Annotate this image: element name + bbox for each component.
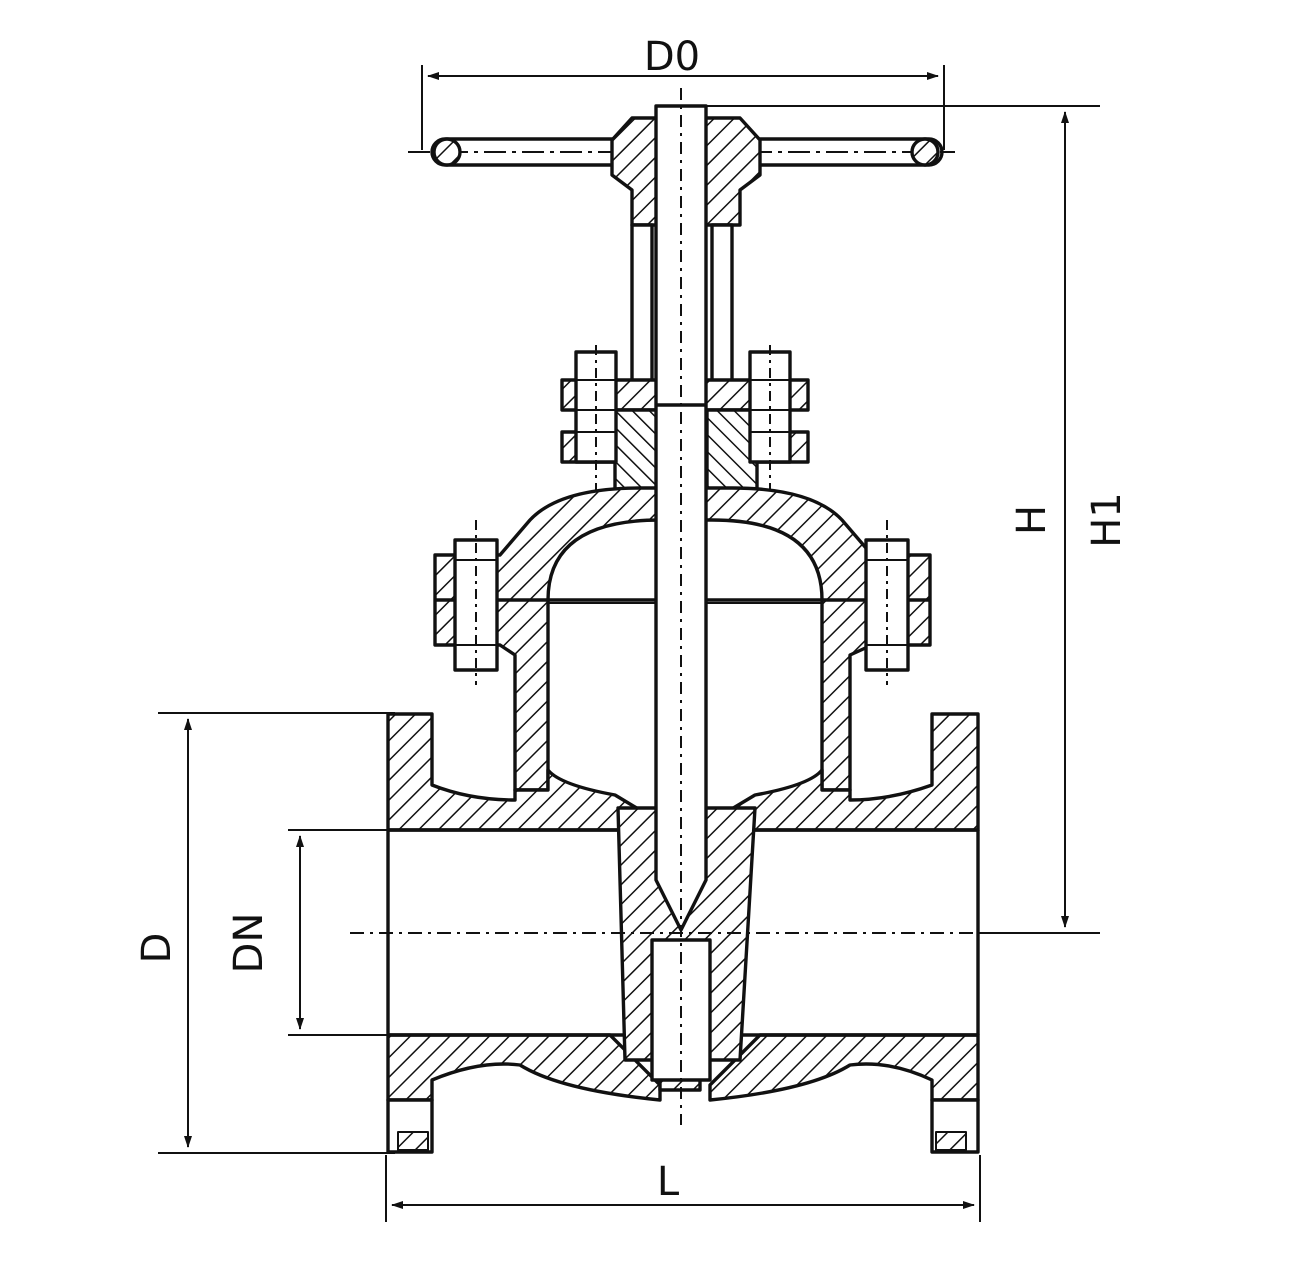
gland-bolt-right [748,345,792,495]
centerlines [350,88,1020,1125]
dimension-l [385,1155,981,1222]
label-d: D [134,933,180,964]
dimension-d [158,712,395,1154]
gland-bolt-left [574,345,618,495]
bonnet-bolt-right [864,520,910,685]
valve-body [386,712,980,1154]
label-d0: D0 [644,34,700,80]
label-l: L [657,1159,680,1205]
label-h1: H1 [1084,492,1130,548]
dimension-h [700,105,1100,934]
label-h: H [1009,505,1055,535]
dimension-d0 [421,65,945,150]
dimension-dn [288,829,395,1036]
bonnet-bolt-left [453,520,499,685]
yoke [630,223,734,387]
valve-stem [654,104,708,932]
label-dn: DN [226,913,272,974]
